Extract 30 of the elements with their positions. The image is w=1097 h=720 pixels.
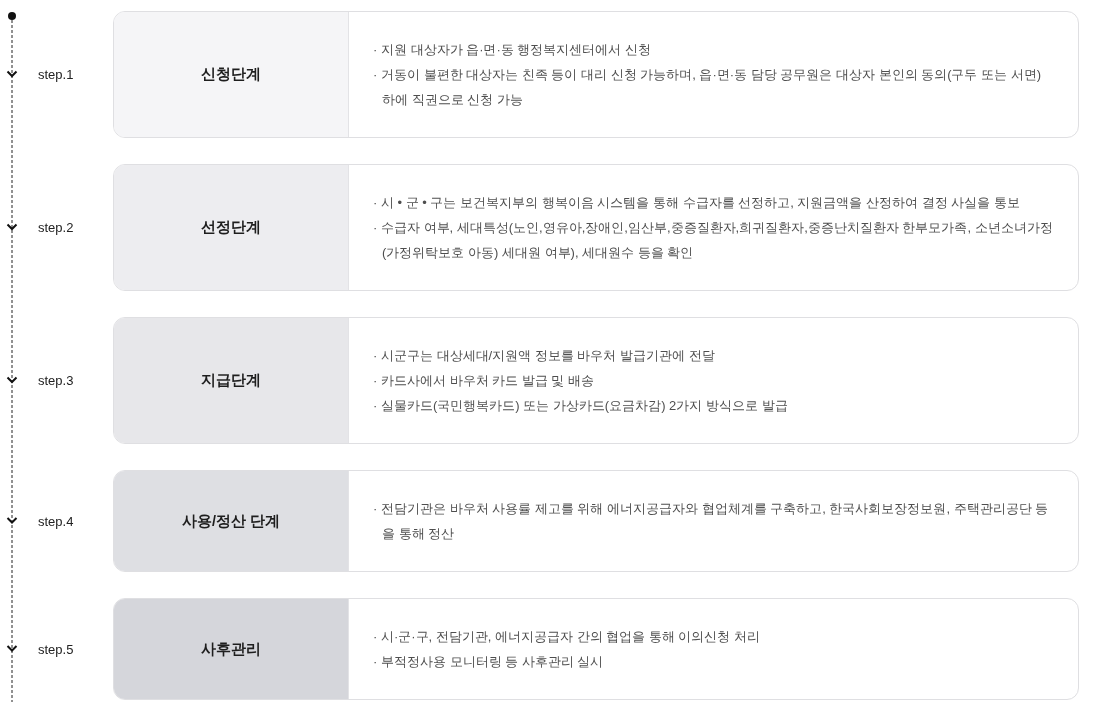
step-card xyxy=(113,317,1079,444)
bullet-text: · 카드사에서 바우처 카드 발급 및 배송 xyxy=(373,372,595,390)
step-label: step.2 xyxy=(38,220,74,235)
stage-title: 사후관리 xyxy=(201,639,261,659)
title-panel xyxy=(114,165,349,290)
bullet-text: · 지원 대상자가 읍·면·동 행정복지센터에서 신청 xyxy=(373,41,653,59)
bullet-text: · 시 • 군 • 구는 보건복지부의 행복이음 시스템을 통해 수급자를 선정하고, 지원금액을 산정하여 결정 사실을 통보 xyxy=(373,194,1021,212)
title-panel xyxy=(114,599,349,699)
title-panel xyxy=(114,12,349,137)
stage-title: 사용/정산 단계 xyxy=(181,511,281,531)
step-card xyxy=(113,470,1079,572)
bullet-text: · 부적정사용 모니터링 등 사후관리 실시 xyxy=(373,653,605,671)
step-card xyxy=(113,164,1079,291)
step-label: step.3 xyxy=(38,373,74,388)
title-panel xyxy=(114,471,349,571)
bullet-text: · 전담기관은 바우처 사용률 제고를 위해 에너지공급자와 협업체계를 구축하고, 한국사회보장정보원, 주택관리공단 등을 통해 정산 xyxy=(373,500,1050,543)
stage-title: 신청단계 xyxy=(201,65,261,84)
step-card xyxy=(113,11,1079,138)
bullet-text: · 시군구는 대상세대/지원액 정보를 바우처 발급기관에 전달 xyxy=(373,347,716,365)
stage-title: 선정단계 xyxy=(201,218,261,237)
bullet-text: · 수급자 여부, 세대특성(노인,영유아,장애인,임산부,중증질환자,희귀질환자,중증난치질환자 한부모가족, 소년소녀가정(가정위탁보호 아동) 세대원 여부), 세대원수 등을 확인 xyxy=(373,219,1054,262)
step-label: step.4 xyxy=(38,513,74,529)
step-label: step.5 xyxy=(38,641,74,657)
bullet-text: · 거동이 불편한 대상자는 친족 등이 대리 신청 가능하며, 읍·면·동 담당 공무원은 대상자 본인의 동의(구두 또는 서면) 하에 직권으로 신청 가능 xyxy=(373,66,1043,109)
stage-title: 지급단계 xyxy=(201,371,261,390)
bullet-text: · 실물카드(국민행복카드) 또는 가상카드(요금차감) 2가지 방식으로 발급 xyxy=(373,397,789,415)
step-label: step.1 xyxy=(38,67,74,82)
title-panel xyxy=(114,318,349,443)
bullet-text: · 시·군·구, 전담기관, 에너지공급자 간의 협업을 통해 이의신청 처리 xyxy=(373,628,762,646)
step-card xyxy=(113,598,1079,700)
